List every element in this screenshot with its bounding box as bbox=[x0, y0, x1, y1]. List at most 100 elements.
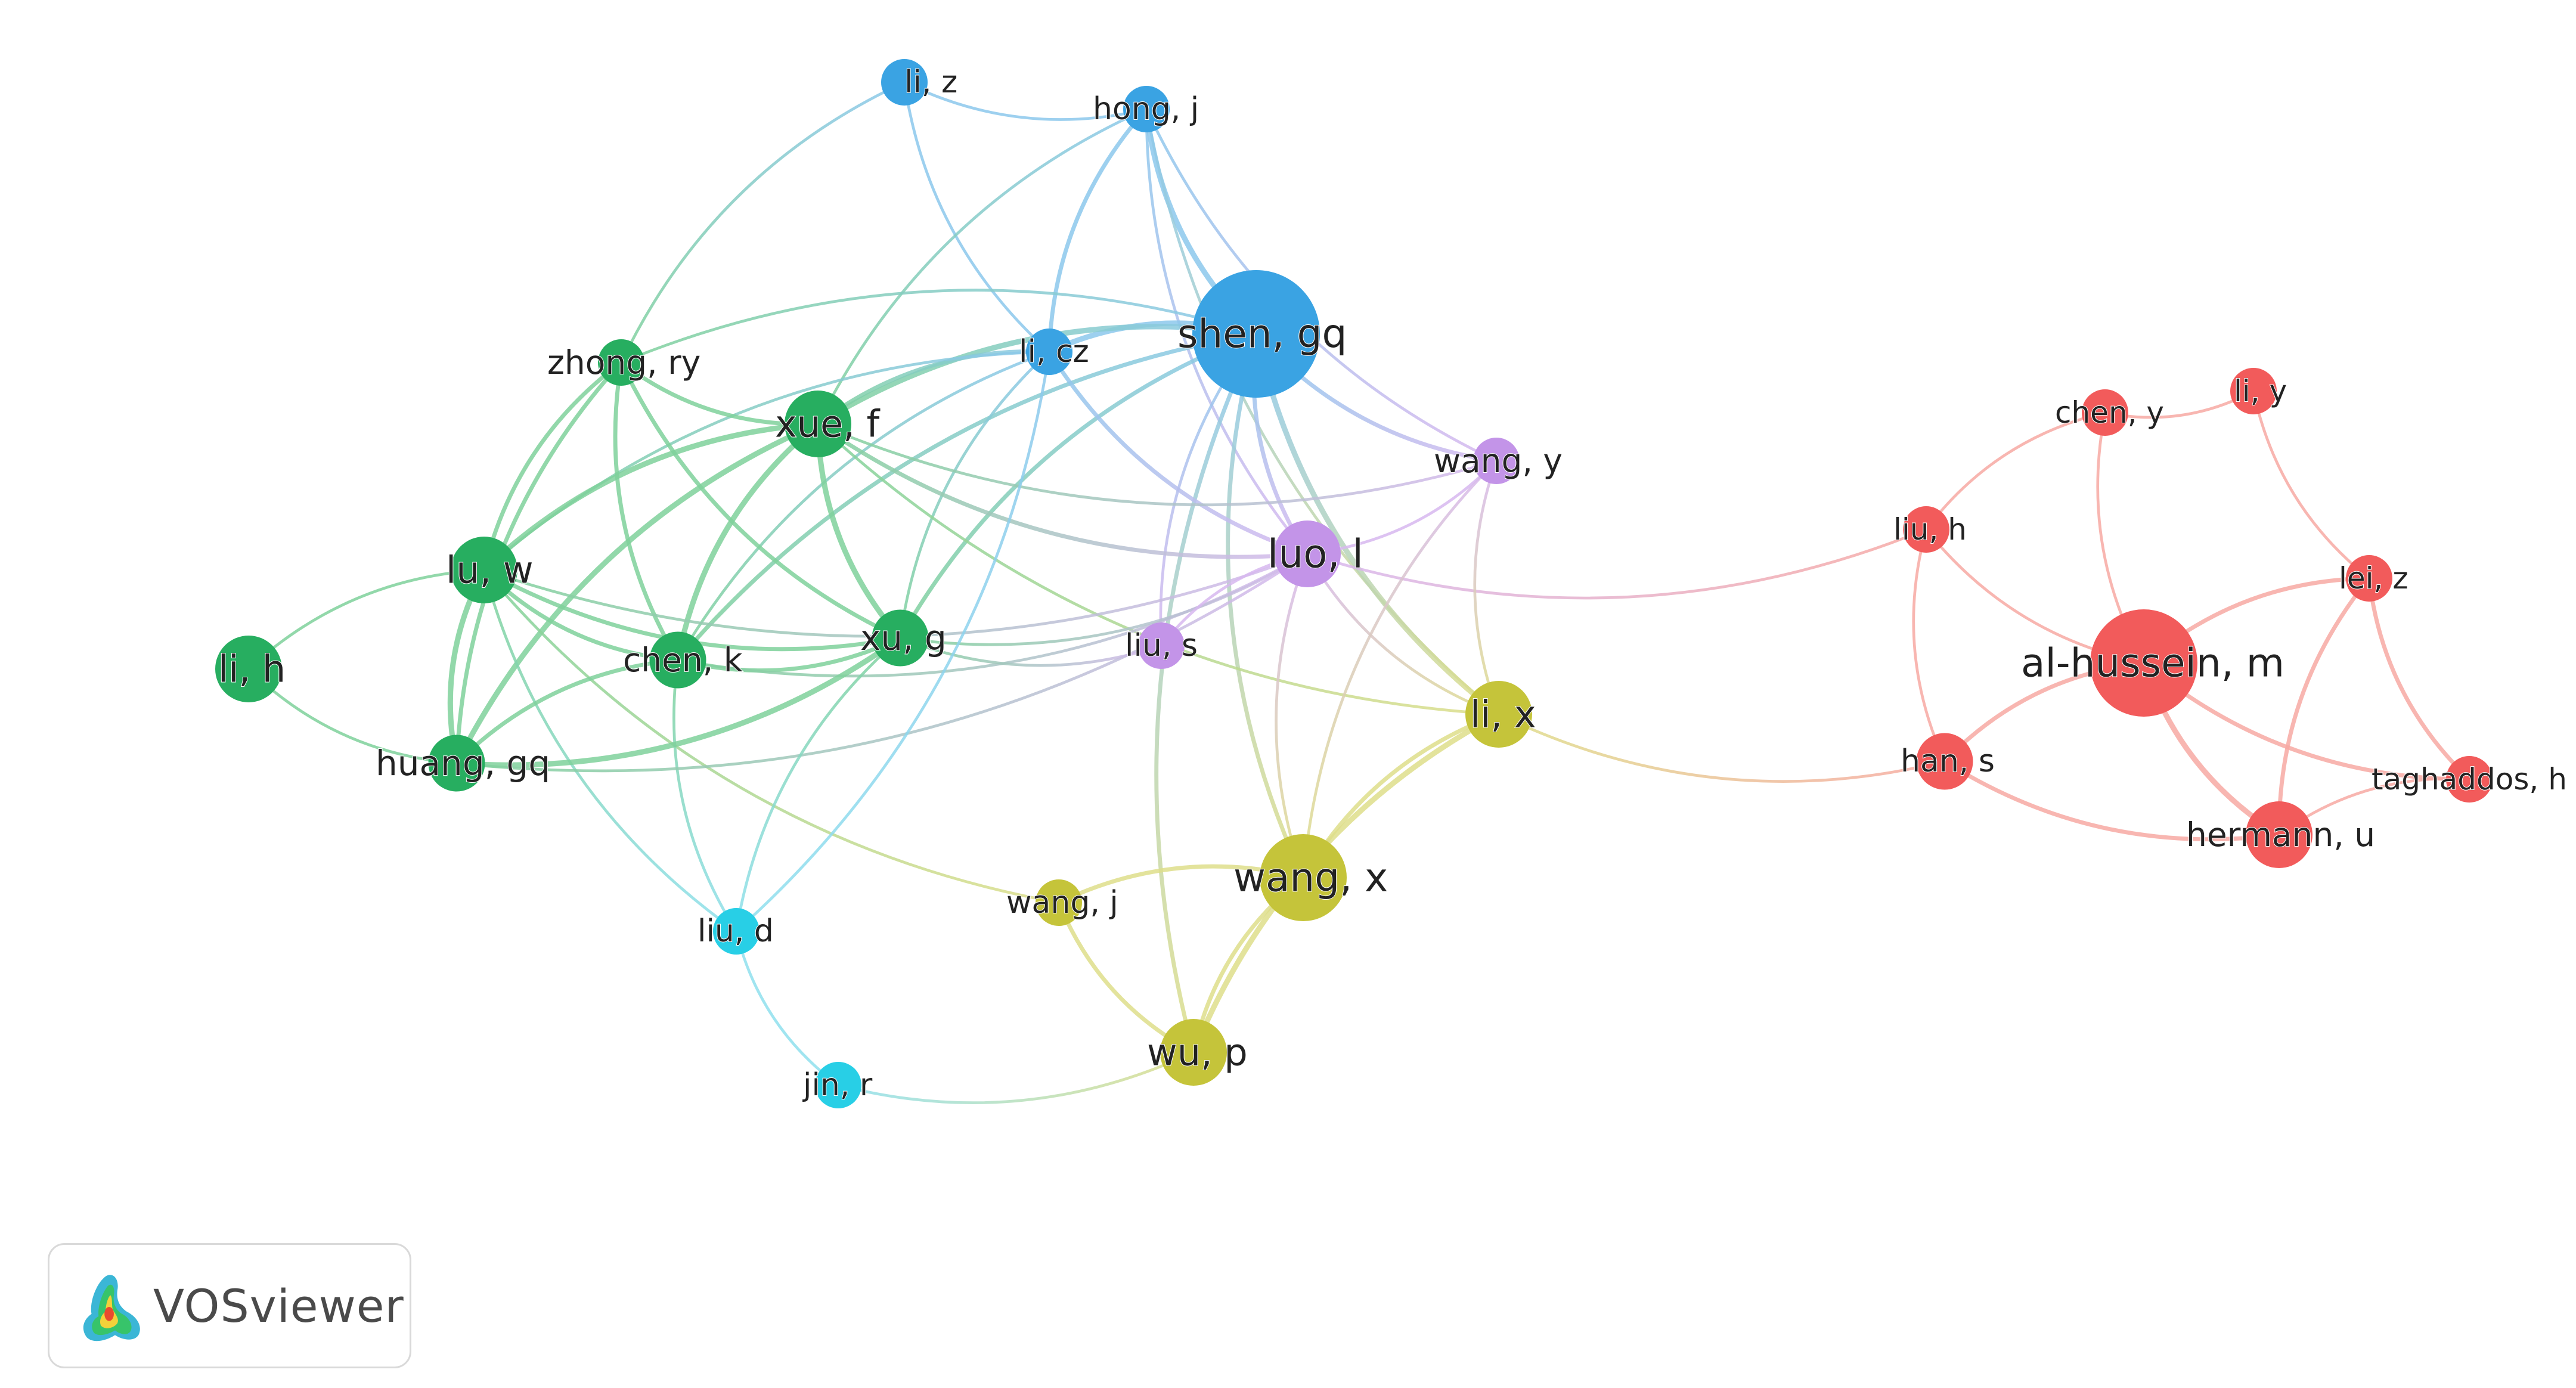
edge-huang_gq-luo_l bbox=[456, 553, 1309, 773]
edge-liu_h-han_s bbox=[1912, 529, 1946, 762]
edge-hong_j-wang_y bbox=[1145, 109, 1498, 463]
node-lei-z[interactable] bbox=[2346, 555, 2392, 602]
node-label-li-cz: li, cz bbox=[1019, 334, 1089, 370]
node-wang-x[interactable] bbox=[1260, 834, 1347, 921]
node-chen-y[interactable] bbox=[2082, 389, 2128, 436]
node-liu-d[interactable] bbox=[713, 908, 760, 955]
edge-han_s-hermann_u bbox=[1943, 760, 2280, 842]
edge-huang_gq-xu_g bbox=[456, 636, 902, 768]
node-wu-p[interactable] bbox=[1160, 1019, 1227, 1086]
node-label-jin-r: jin, r bbox=[802, 1067, 873, 1103]
edge-zhong_ry-lu_w bbox=[482, 361, 623, 571]
edge-xue_f-huang_gq bbox=[454, 421, 819, 765]
node-xu-g[interactable] bbox=[872, 609, 929, 667]
edge-zhong_ry-xu_g bbox=[619, 361, 901, 640]
edge-xue_f-luo_l bbox=[817, 422, 1308, 559]
edge-luo_l-liu_h bbox=[1307, 528, 1927, 600]
edge-xue_f-xu_g bbox=[815, 423, 903, 640]
node-label-lu-w: lu, w bbox=[446, 549, 534, 592]
node-label-li-x: li, x bbox=[1470, 693, 1536, 736]
node-label-xu-g: xu, g bbox=[860, 618, 947, 658]
edge-chen_k-liu_d bbox=[672, 659, 737, 932]
node-wang-y[interactable] bbox=[1473, 438, 1520, 484]
node-xue-f[interactable] bbox=[785, 391, 851, 457]
node-al-hussein-m[interactable] bbox=[2090, 609, 2197, 717]
node-jin-r[interactable] bbox=[815, 1062, 861, 1108]
edge-jin_r-wu_p bbox=[838, 1051, 1194, 1104]
node-li-h[interactable] bbox=[215, 636, 282, 702]
node-chen-k[interactable] bbox=[649, 631, 706, 689]
node-luo-l[interactable] bbox=[1274, 520, 1341, 587]
edge-luo_l-li_x bbox=[1306, 553, 1499, 716]
edge-xu_g-luo_l bbox=[900, 552, 1309, 646]
node-li-z[interactable] bbox=[881, 59, 928, 106]
vosviewer-logo-badge: VOSviewer bbox=[48, 1243, 411, 1368]
edge-li_cz-luo_l bbox=[1047, 351, 1309, 556]
edge-shen_gq-chen_k bbox=[676, 331, 1257, 662]
edge-shen_gq-zhong_ry bbox=[621, 289, 1257, 364]
edge-xue_f-li_x bbox=[817, 423, 1499, 716]
node-label-wang-x: wang, x bbox=[1233, 855, 1388, 901]
node-label-wu-p: wu, p bbox=[1147, 1031, 1248, 1074]
node-shen-gq[interactable] bbox=[1192, 270, 1320, 398]
edge-chen_k-huang_gq bbox=[455, 658, 678, 765]
node-label-hermann-u: hermann, u bbox=[2186, 816, 2375, 854]
vosviewer-logo-icon bbox=[83, 1275, 140, 1341]
node-label-wang-j: wang, j bbox=[1006, 885, 1118, 921]
edge-hong_j-xue_f bbox=[816, 107, 1147, 425]
node-wang-j[interactable] bbox=[1036, 879, 1082, 926]
edge-xue_f-wang_y bbox=[817, 422, 1497, 507]
edge-hong_j-li_cz bbox=[1047, 107, 1148, 352]
edge-hong_j-li_x bbox=[1145, 109, 1500, 715]
node-label-han-s: han, s bbox=[1901, 743, 1995, 779]
node-label-luo-l: luo, l bbox=[1267, 531, 1363, 577]
node-label-taghaddos-h: taghaddos, h bbox=[2372, 762, 2567, 797]
edge-shen_gq-xue_f bbox=[816, 324, 1257, 426]
node-label-li-z: li, z bbox=[904, 64, 957, 100]
edge-shen_gq-wu_p bbox=[1154, 333, 1258, 1053]
node-li-y[interactable] bbox=[2230, 368, 2277, 414]
edge-xu_g-liu_d bbox=[734, 637, 901, 932]
edge-layer bbox=[247, 80, 2471, 1104]
node-huang-gq[interactable] bbox=[428, 735, 485, 792]
edge-lu_w-liu_d bbox=[482, 569, 737, 932]
node-hermann-u[interactable] bbox=[2246, 801, 2312, 868]
node-liu-h[interactable] bbox=[1903, 506, 1949, 553]
edge-wang_y-wang_x bbox=[1301, 460, 1498, 878]
node-label-huang-gq: huang, gq bbox=[376, 743, 550, 783]
edge-xu_g-liu_s bbox=[900, 636, 1162, 667]
node-liu-s[interactable] bbox=[1138, 622, 1185, 669]
edge-shen_gq-xu_g bbox=[898, 331, 1257, 639]
edge-li_cz-chen_k bbox=[676, 350, 1050, 661]
node-han-s[interactable] bbox=[1916, 733, 1973, 790]
edge-lei_z-taghaddos_h bbox=[2367, 578, 2471, 781]
node-hong-j[interactable] bbox=[1123, 86, 1170, 132]
edge-xue_f-lu_w bbox=[482, 421, 819, 572]
edge-chen_y-liu_h bbox=[1925, 411, 2106, 531]
node-label-chen-k: chen, k bbox=[623, 641, 743, 679]
edge-lei_z-hermann_u bbox=[2277, 577, 2371, 835]
node-label-zhong-ry: zhong, ry bbox=[547, 343, 700, 382]
edge-li_z-li_cz bbox=[903, 82, 1050, 353]
edge-wang_y-li_x bbox=[1473, 460, 1501, 715]
vosviewer-logo-text: VOSviewer bbox=[153, 1279, 404, 1333]
node-li-cz[interactable] bbox=[1026, 329, 1072, 375]
node-label-liu-h: liu, h bbox=[1893, 512, 1967, 547]
node-label-hong-j: hong, j bbox=[1093, 91, 1199, 127]
node-label-liu-d: liu, d bbox=[698, 913, 774, 949]
node-label-shen-gq: shen, gq bbox=[1177, 311, 1347, 357]
node-lu-w[interactable] bbox=[451, 537, 517, 603]
node-label-li-y: li, y bbox=[2234, 374, 2287, 408]
node-taghaddos-h[interactable] bbox=[2446, 756, 2493, 803]
node-li-x[interactable] bbox=[1465, 681, 1532, 748]
node-label-li-h: li, h bbox=[218, 647, 286, 691]
node-label-lei-z: lei, z bbox=[2339, 561, 2408, 596]
node-label-al-hussein-m: al-hussein, m bbox=[2021, 640, 2284, 686]
edge-li_z-zhong_ry bbox=[619, 80, 905, 364]
node-label-liu-s: liu, s bbox=[1125, 628, 1198, 664]
node-label-wang-y: wang, y bbox=[1434, 442, 1563, 480]
edge-li_y-lei_z bbox=[2252, 391, 2370, 580]
node-zhong-ry[interactable] bbox=[598, 339, 644, 386]
